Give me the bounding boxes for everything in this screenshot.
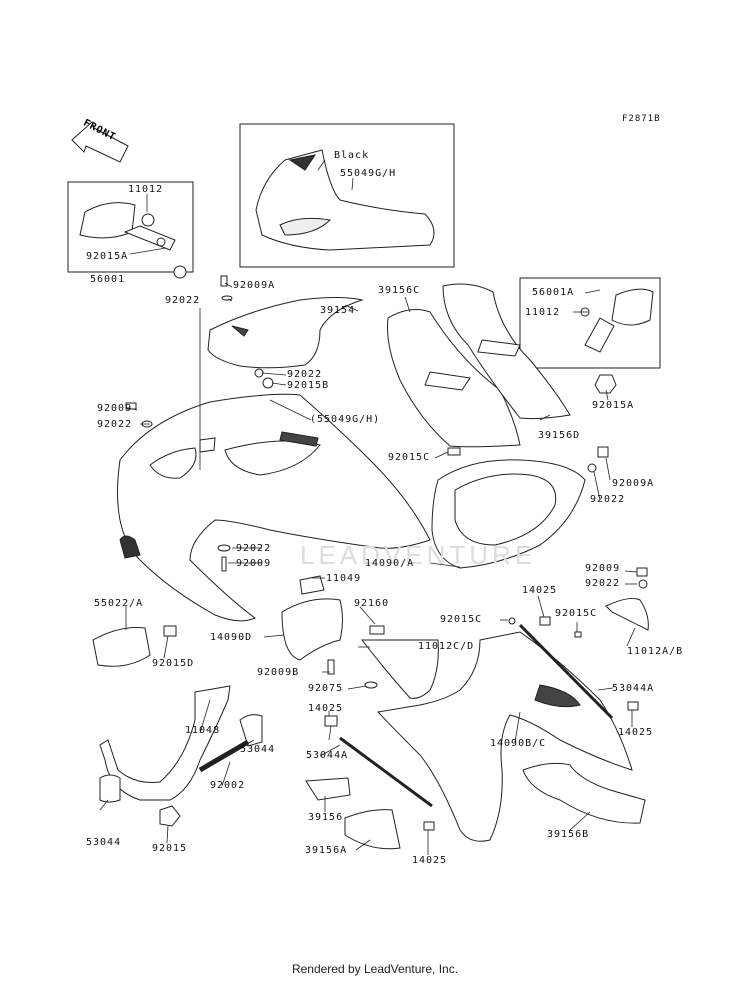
side-inner-cover-c	[387, 309, 521, 448]
label-11012ab[interactable]: 11012A/B	[627, 646, 684, 657]
label-39156b[interactable]: 39156B	[547, 829, 590, 840]
label-92015c-mid[interactable]: 92015C	[440, 614, 483, 625]
instrument-surround-part	[431, 459, 586, 569]
label-14025-bottom[interactable]: 14025	[412, 855, 448, 866]
watermark-text: LEADVENTURE	[300, 540, 537, 570]
label-92022-mid[interactable]: 92022	[287, 369, 323, 380]
pad-39156	[305, 777, 351, 801]
label-92022-right-lower[interactable]: 92022	[585, 578, 621, 589]
label-53044a-right[interactable]: 53044A	[612, 683, 655, 694]
label-14025-mid[interactable]: 14025	[308, 703, 344, 714]
pad-39156a	[344, 809, 401, 850]
label-11049[interactable]: 11049	[326, 573, 362, 584]
label-53044-right[interactable]: 53044	[240, 744, 276, 755]
label-53044-left[interactable]: 53044	[86, 837, 122, 848]
label-53044a-left[interactable]: 53044A	[306, 750, 349, 761]
label-92022-top[interactable]: 92022	[165, 295, 201, 306]
windshield-inset-box	[239, 123, 455, 268]
lower-cowling-part	[376, 631, 633, 842]
cover-plate-55022	[92, 627, 151, 667]
label-92009a-right[interactable]: 92009A	[612, 478, 655, 489]
label-56001a[interactable]: 56001A	[532, 287, 575, 298]
lower-bracket-14090d	[281, 575, 343, 661]
label-11012-right[interactable]: 11012	[525, 307, 561, 318]
label-92009-left[interactable]: 92009	[97, 403, 133, 414]
label-92009b[interactable]: 92009B	[257, 667, 300, 678]
side-inner-cover-d	[442, 283, 571, 420]
label-39156a[interactable]: 39156A	[305, 845, 348, 856]
label-55022a[interactable]: 55022/A	[94, 598, 144, 609]
label-14090bc[interactable]: 14090B/C	[490, 738, 547, 749]
label-39156d[interactable]: 39156D	[538, 430, 581, 441]
label-39156c[interactable]: 39156C	[378, 285, 421, 296]
label-56001[interactable]: 56001	[90, 274, 126, 285]
front-arrow-icon	[71, 121, 129, 163]
label-92022-right[interactable]: 92022	[590, 494, 626, 505]
label-92015a-right[interactable]: 92015A	[592, 400, 635, 411]
label-55049gh-paren[interactable]: (55049G/H)	[310, 414, 381, 425]
label-92015c-right[interactable]: 92015C	[555, 608, 598, 619]
windshield-part	[255, 149, 435, 251]
side-panel-11012ab	[605, 598, 649, 631]
label-11048[interactable]: 11048	[185, 725, 221, 736]
label-39154[interactable]: 39154	[320, 305, 356, 316]
label-14025-right[interactable]: 14025	[618, 727, 654, 738]
label-92075[interactable]: 92075	[308, 683, 344, 694]
label-92015d[interactable]: 92015D	[152, 658, 195, 669]
label-14025-top-right[interactable]: 14025	[522, 585, 558, 596]
label-92002[interactable]: 92002	[210, 780, 246, 791]
upper-inner-panel-part	[207, 297, 364, 369]
edge-strip-53044a-right	[518, 623, 614, 720]
label-92015b[interactable]: 92015B	[287, 380, 330, 391]
right-mirror-inset-box	[519, 277, 661, 369]
label-92009a-top[interactable]: 92009A	[233, 280, 276, 291]
label-14090d[interactable]: 14090D	[210, 632, 253, 643]
label-11012cd[interactable]: 11012C/D	[418, 641, 475, 652]
label-92009-right[interactable]: 92009	[585, 563, 621, 574]
footer-credit: Rendered by LeadVenture, Inc.	[291, 962, 459, 976]
left-mirror-inset-box	[67, 181, 194, 273]
label-39156[interactable]: 39156	[308, 812, 344, 823]
pad-39156b	[522, 762, 646, 824]
edge-strip-53044a-left	[339, 736, 433, 808]
label-black: Black	[334, 150, 370, 161]
label-11012-left[interactable]: 11012	[128, 184, 164, 195]
label-92015[interactable]: 92015	[152, 843, 188, 854]
label-55049gh: 55049G/H	[340, 168, 397, 179]
leader-lines	[99, 159, 638, 855]
label-14090a[interactable]: 14090/A	[365, 558, 415, 569]
side-panel-11012cd	[360, 639, 439, 699]
label-92009-lower[interactable]: 92009	[236, 558, 272, 569]
right-mirror-part	[580, 288, 654, 394]
label-92022-lower[interactable]: 92022	[236, 543, 272, 554]
label-92160[interactable]: 92160	[354, 598, 390, 609]
left-mirror-part	[79, 202, 187, 279]
label-92022-left[interactable]: 92022	[97, 419, 133, 430]
cowling-stay-11048	[99, 685, 263, 827]
upper-cowling-part	[117, 393, 431, 622]
label-92015c-top[interactable]: 92015C	[388, 452, 431, 463]
diagram-code: F2871B	[622, 114, 661, 124]
label-92015a-left[interactable]: 92015A	[86, 251, 129, 262]
